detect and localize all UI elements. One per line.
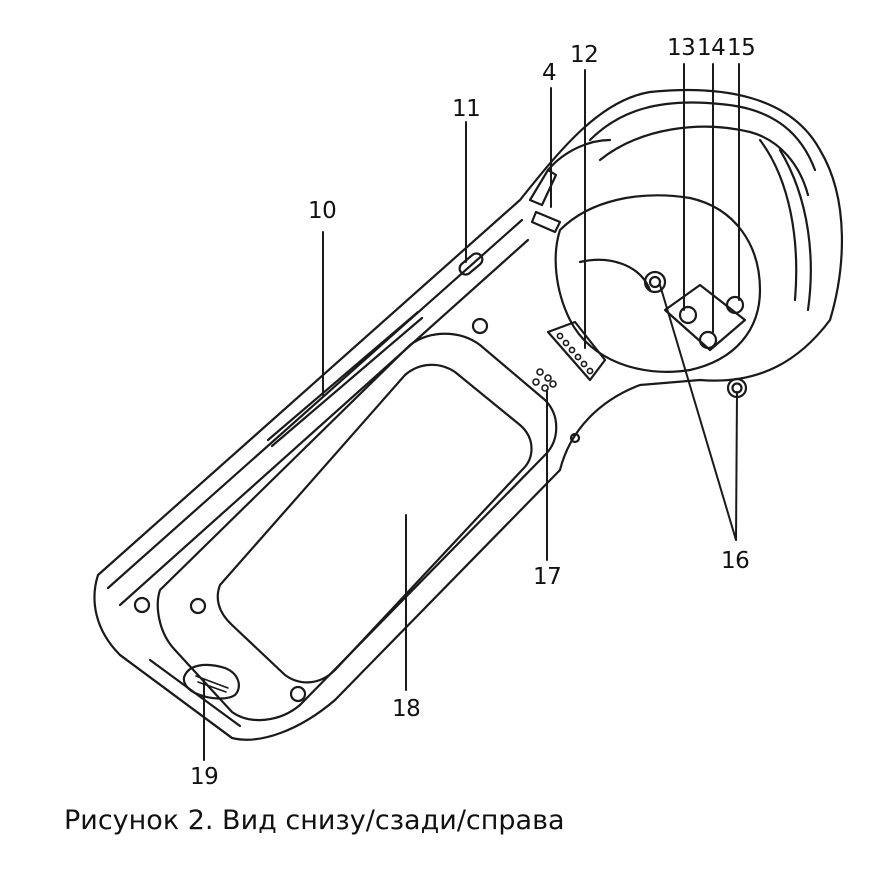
back-cover-outer xyxy=(156,332,558,722)
scanner-window xyxy=(554,194,762,373)
connector-19-inner xyxy=(195,675,229,693)
body-screw xyxy=(133,596,151,614)
microphone-17 xyxy=(532,368,557,392)
body-screw xyxy=(289,685,307,703)
scanner-inner xyxy=(578,258,652,292)
callout-12: 12 xyxy=(570,42,599,68)
screw-16-a xyxy=(643,270,667,294)
callout-19: 19 xyxy=(190,764,219,790)
callout-18: 18 xyxy=(392,696,421,722)
callout-14: 14 xyxy=(697,35,726,61)
callout-17: 17 xyxy=(533,564,562,590)
latch-4 xyxy=(528,168,562,234)
callout-13: 13 xyxy=(667,35,696,61)
speaker-grille-12 xyxy=(546,320,607,382)
body-screw xyxy=(189,597,207,615)
side-button-11 xyxy=(458,252,484,276)
contact-plate xyxy=(663,283,747,352)
callout-4: 4 xyxy=(542,60,557,86)
device-bottom-edge xyxy=(118,653,242,740)
back-cover-inner xyxy=(216,363,533,684)
callout-11: 11 xyxy=(452,96,481,122)
body-screw xyxy=(471,317,489,335)
contact-14 xyxy=(698,330,718,350)
callout-10: 10 xyxy=(308,198,337,224)
head-right-face xyxy=(758,138,812,312)
head-top-inner xyxy=(598,125,810,197)
callout-16: 16 xyxy=(721,548,750,574)
grille-dots xyxy=(556,332,594,375)
callout-15: 15 xyxy=(727,35,756,61)
device-body-outline xyxy=(93,88,843,741)
screw-16-a-inner xyxy=(648,275,662,289)
device-side-edge xyxy=(106,218,530,607)
figure-caption: Рисунок 2. Вид снизу/сзади/справа xyxy=(64,805,565,836)
latch-4-top xyxy=(546,138,612,172)
contact-15 xyxy=(725,295,745,315)
body-screw xyxy=(569,432,581,444)
side-slot-10 xyxy=(266,310,424,448)
leader-lines xyxy=(203,63,740,761)
contact-13 xyxy=(678,305,698,325)
head-top-rim xyxy=(588,101,817,172)
